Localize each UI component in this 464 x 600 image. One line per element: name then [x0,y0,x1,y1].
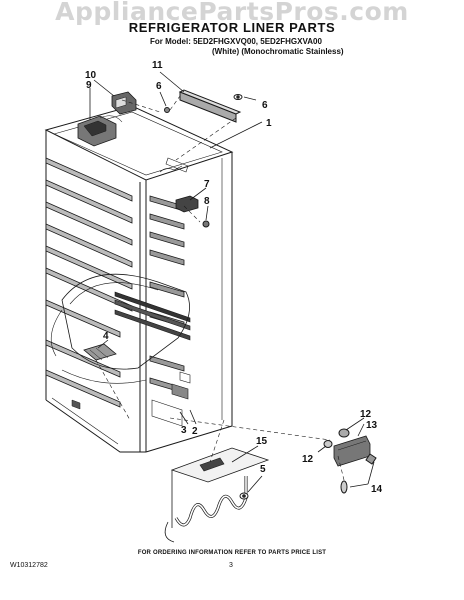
callout-15: 15 [256,436,268,447]
part-5-screw [239,492,249,500]
model-numbers: For Model: 5ED2FHGXVQ00, 5ED2FHGXVA00 [150,37,322,46]
callout-4: 4 [103,331,109,342]
callout-5: 5 [260,464,266,475]
finish-variants: (White) (Monochromatic Stainless) [212,47,344,56]
part-15-heater-coil [164,447,270,543]
part-13-light-housing [333,435,371,467]
callout-13: 13 [366,420,378,431]
part-7-damper [175,195,199,213]
page-number: 3 [229,562,233,569]
assembly-lines [95,95,345,481]
callout-3: 3 [181,425,187,436]
callout-1: 1 [266,118,272,129]
callout-9: 9 [86,80,92,91]
callout-8: 8 [204,196,210,207]
part-12-grommet-upper [338,428,350,438]
part-8-screw [202,220,210,228]
part-14-bulb-left [340,480,348,494]
ordering-note: FOR ORDERING INFORMATION REFER TO PARTS … [137,550,327,556]
callout-labels: 10 9 6 11 6 1 7 8 4 3 2 12 12 13 14 15 5 [85,60,383,495]
document-number: W10312782 [10,562,48,569]
callout-7: 7 [204,179,210,190]
callout-12-lower: 12 [302,454,314,465]
site-watermark: AppliancePartsPros.com [55,0,409,26]
callout-12-upper: 12 [360,409,372,420]
callout-6-top: 6 [156,81,162,92]
part-10-clip [111,91,137,115]
part-4-grille [83,343,117,361]
callout-10: 10 [85,70,97,81]
callout-14: 14 [371,484,383,495]
callout-6-right: 6 [262,100,268,111]
refrigerator-liner [44,105,234,453]
part-6-screw-top [164,107,170,113]
part-12-grommet-lower [323,440,333,448]
part-6-screw-right [233,94,243,100]
part-14-bulb-right [365,453,377,465]
leader-lines [89,71,375,493]
page-title: REFRIGERATOR LINER PARTS [128,20,336,35]
callout-2: 2 [192,426,198,437]
part-11-trim-strip [178,89,242,123]
part-9-bracket [77,115,123,147]
callout-11: 11 [152,60,163,71]
